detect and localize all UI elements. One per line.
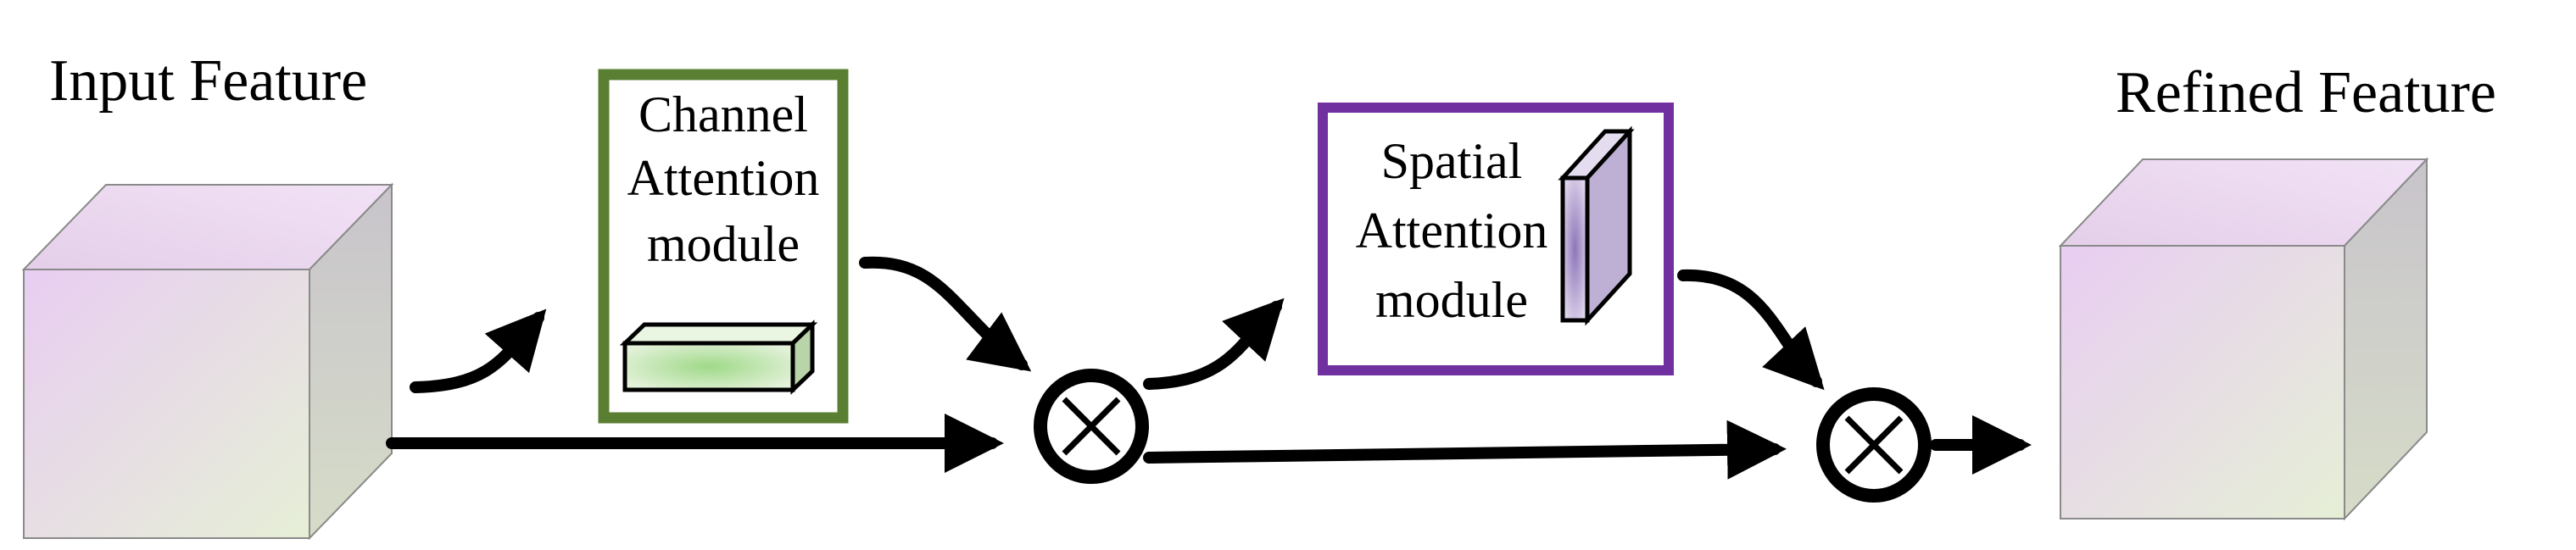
spatial-attention-line-2: Attention (1356, 203, 1548, 258)
spatial-attention-line-1: Spatial (1381, 133, 1523, 189)
input-feature-label: Input Feature (49, 48, 367, 114)
arrow-spatial-to-multiply-2 (1677, 269, 1825, 391)
spatial-attention-module: Spatial Attention module (1318, 103, 1674, 375)
arrow-input-to-channel (410, 308, 547, 393)
channel-attention-line-3: module (647, 216, 800, 272)
spatial-attention-slab-icon (1558, 125, 1635, 326)
arrow-channel-to-multiply-1 (859, 256, 1032, 372)
circled-times-icon (1062, 397, 1121, 456)
arrow-multiply-1-to-multiply-2 (1143, 419, 1787, 480)
spatial-attention-line-3: module (1375, 272, 1528, 328)
circled-times-icon (1844, 415, 1904, 475)
multiply-node-2 (1816, 387, 1932, 503)
multiply-node-1 (1034, 369, 1149, 484)
channel-attention-bar-icon (619, 319, 818, 395)
channel-attention-line-1: Channel (638, 86, 808, 142)
input-feature-cube (21, 182, 394, 541)
arrow-multiply-1-to-spatial (1143, 297, 1285, 390)
connectors (386, 256, 2032, 480)
channel-attention-line-2: Attention (627, 150, 820, 206)
refined-feature-label: Refined Feature (2116, 60, 2496, 125)
refined-feature-cube (2058, 157, 2429, 521)
channel-attention-module: Channel Attention module (598, 69, 849, 424)
